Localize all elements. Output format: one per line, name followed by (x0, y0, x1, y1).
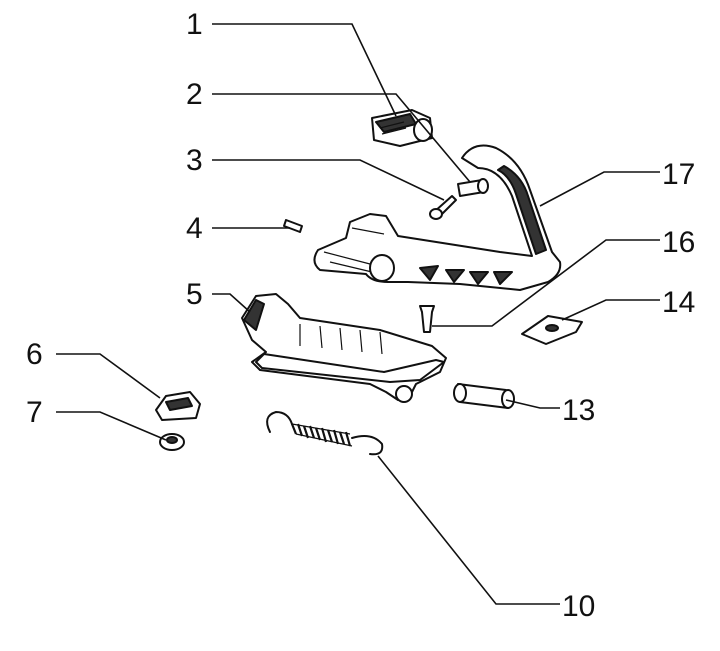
leader-17 (539, 171, 660, 207)
part-14-plate (521, 315, 583, 345)
part-5-bracket (241, 293, 447, 403)
part-6-buffer (155, 391, 201, 421)
callout-14: 14 (662, 286, 695, 319)
leader-1 (212, 23, 397, 117)
leader-16 (432, 239, 660, 327)
callout-17: 17 (662, 158, 695, 191)
part-3-split-pin (429, 195, 457, 220)
leader-13 (505, 399, 560, 409)
leader-3 (212, 159, 445, 201)
part-10-spring (266, 411, 384, 456)
callout-5: 5 (186, 278, 203, 311)
callout-2: 2 (186, 78, 203, 111)
leader-14 (561, 299, 660, 321)
callout-6: 6 (26, 338, 43, 371)
part-4-small-pin (283, 219, 303, 233)
callout-13: 13 (562, 394, 595, 427)
callout-7: 7 (26, 396, 43, 429)
leader-7 (56, 411, 167, 441)
part-2-pin (457, 178, 489, 197)
part-16-bolt (419, 305, 435, 333)
leader-2 (212, 93, 471, 183)
leader-lines (56, 23, 660, 605)
part-13-sleeve (453, 383, 515, 409)
leader-6 (56, 353, 161, 399)
callout-10: 10 (562, 590, 595, 623)
part-17-stand-leg (313, 144, 562, 291)
callout-labels: 1 2 3 4 5 6 7 10 13 14 16 17 (26, 8, 695, 623)
callout-4: 4 (186, 212, 203, 245)
callout-3: 3 (186, 144, 203, 177)
part-7-washer (159, 433, 185, 451)
leader-10 (377, 455, 560, 605)
callout-1: 1 (186, 8, 203, 41)
leader-5 (212, 293, 251, 313)
part-1-foot-pad (371, 109, 433, 147)
callout-16: 16 (662, 226, 695, 259)
